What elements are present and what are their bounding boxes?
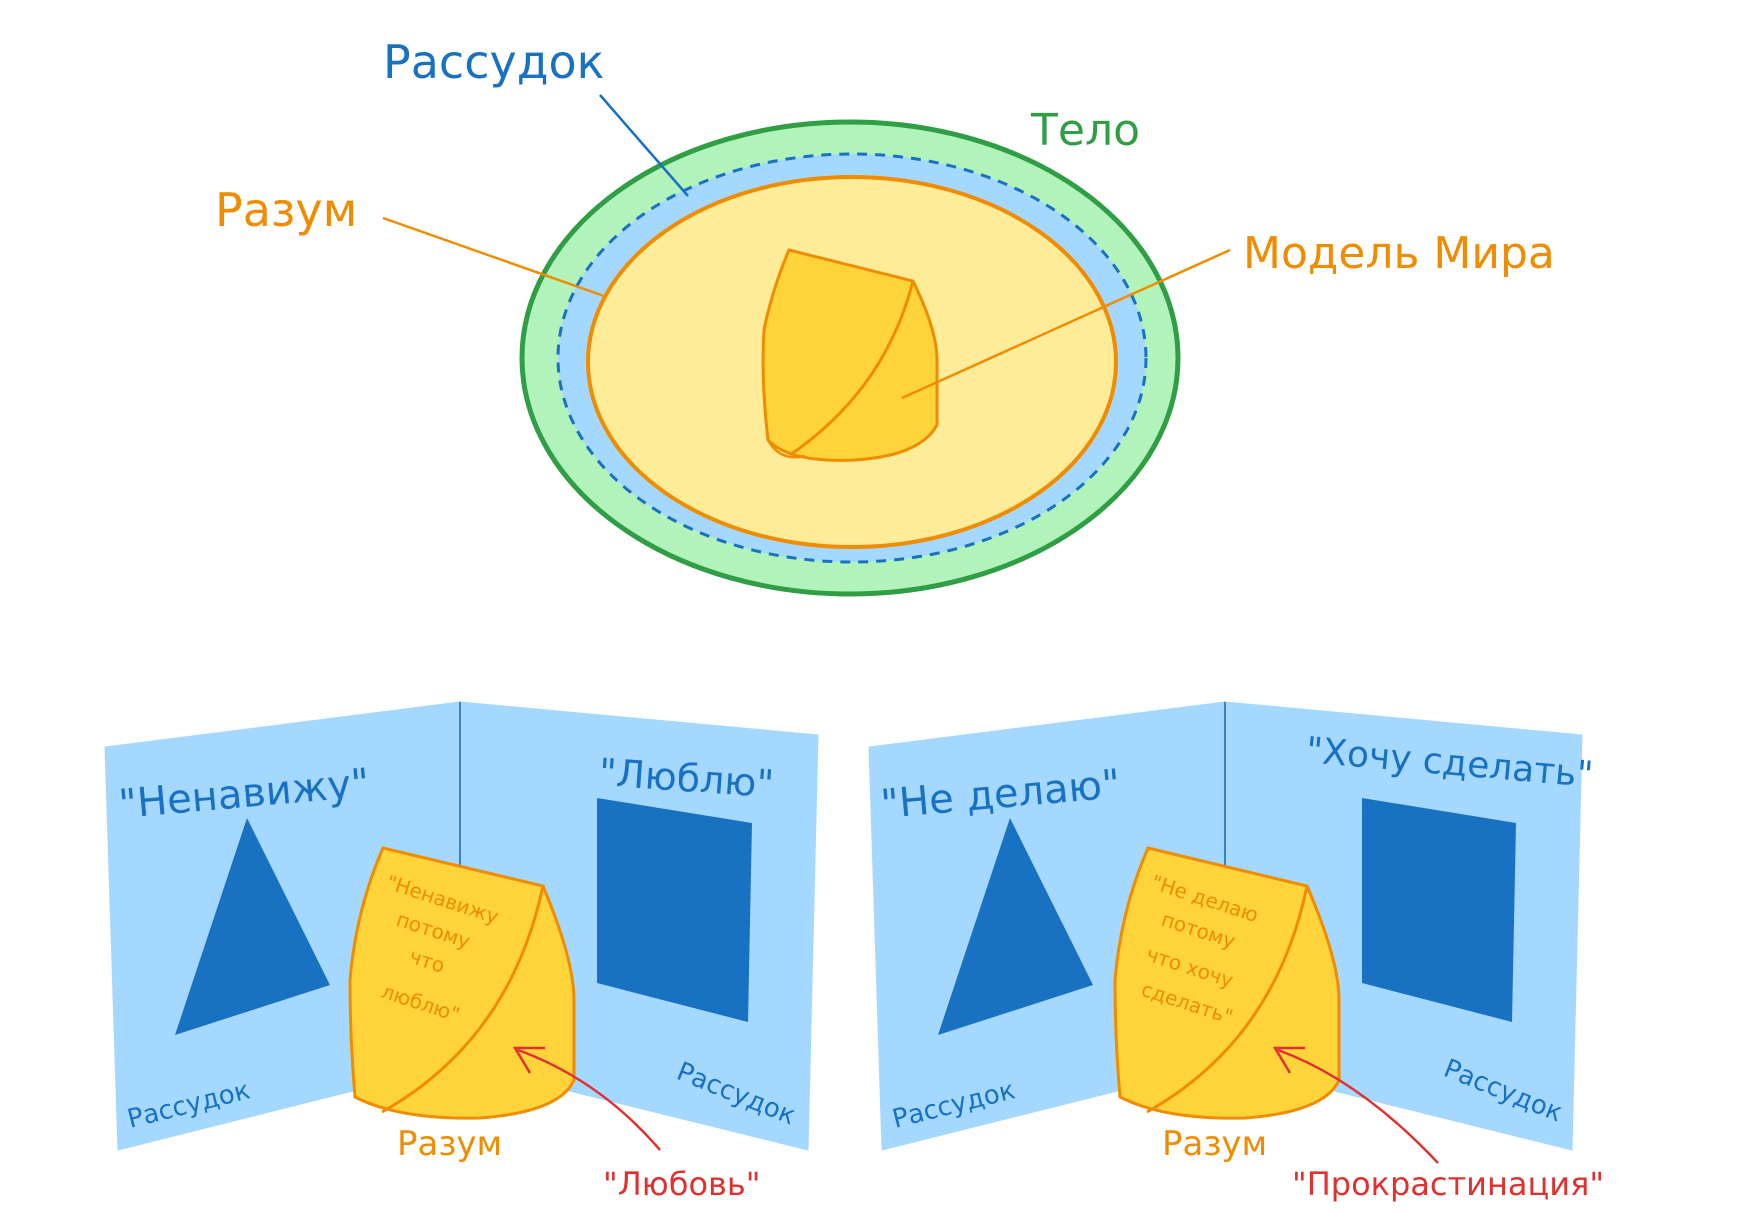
world-model-leader-line xyxy=(901,248,1231,400)
mind-label: Разум xyxy=(397,1124,502,1164)
label-world-model: Модель Мира xyxy=(1243,228,1555,279)
result-label: "Прокрастинация" xyxy=(1292,1165,1604,1203)
scene-love: "Ненавижу" "Люблю" Рассудок Рассудок "Не… xyxy=(104,701,819,1203)
top-diagram: Рассудок Тело Разум Модель Мира xyxy=(215,35,1555,597)
label-body: Тело xyxy=(1030,105,1140,156)
scene-procrastination: "Не делаю" "Хочу сделать" Рассудок Рассу… xyxy=(868,701,1604,1203)
mind-leader-line xyxy=(382,216,605,298)
result-arrowhead xyxy=(512,1046,545,1074)
square-shape xyxy=(597,798,752,1022)
result-arrow xyxy=(517,1048,661,1151)
triangle-shape xyxy=(938,818,1093,1035)
reason-dashed-border xyxy=(556,152,1148,564)
world-model-shape xyxy=(761,248,939,462)
result-label: "Любовь" xyxy=(603,1165,760,1203)
mind-label: Разум xyxy=(1162,1124,1267,1164)
result-arrow xyxy=(1277,1048,1439,1164)
square-shape xyxy=(1362,798,1516,1022)
reason-leader-line xyxy=(599,94,689,197)
triangle-shape xyxy=(175,818,330,1035)
label-mind: Разум xyxy=(215,183,357,237)
result-arrowhead xyxy=(1272,1046,1305,1074)
label-reason: Рассудок xyxy=(383,35,604,89)
